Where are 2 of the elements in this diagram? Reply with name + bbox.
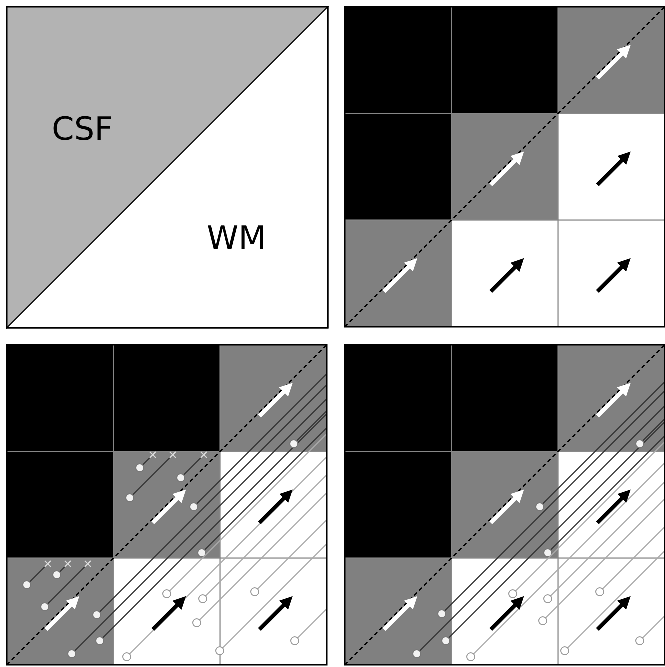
region-label: WM	[207, 222, 266, 254]
region-label: CSF	[52, 113, 114, 145]
